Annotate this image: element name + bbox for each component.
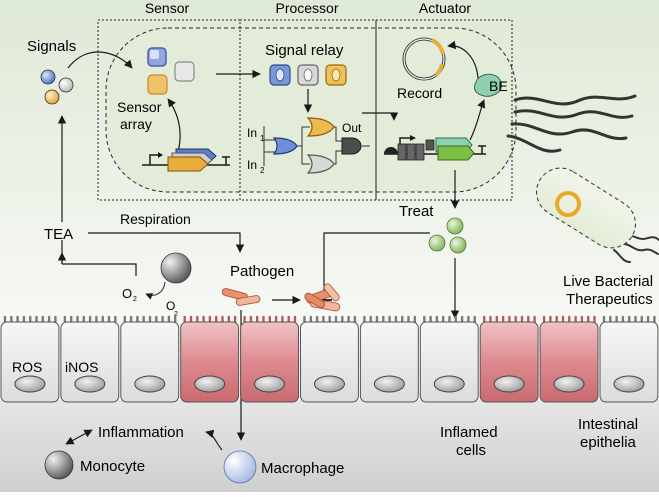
out-label: Out xyxy=(342,121,362,135)
gene-to-be-arrow xyxy=(469,99,486,141)
signals-label: Signals xyxy=(27,38,76,55)
pathogen-label: Pathogen xyxy=(230,263,294,280)
sensor-orange-icon xyxy=(147,74,168,95)
cell-nucleus xyxy=(493,375,525,393)
cell-nucleus xyxy=(433,375,465,393)
be-label: BE xyxy=(489,78,508,94)
inflamed-epithelial-cell xyxy=(539,315,599,403)
live-bacterial-therapeutic-icon xyxy=(536,167,659,263)
epithelial-cell xyxy=(120,315,180,403)
intestinal-epithelia-label-line2: epithelia xyxy=(580,434,637,451)
signal-molecule-blue-icon xyxy=(40,69,56,85)
inflamed-epithelial-cell xyxy=(240,315,300,403)
tea-label: TEA xyxy=(44,226,73,243)
epithelial-cell xyxy=(0,315,60,403)
live-bt-label-line1: Live Bacterial xyxy=(563,273,653,290)
flagella-icon xyxy=(506,94,637,153)
cell-nucleus xyxy=(74,375,106,393)
inflamed-cells-label-line1: Inflamed xyxy=(440,424,498,441)
signals-to-sensor-arrow xyxy=(67,51,133,69)
sensor-gene-construct xyxy=(142,148,230,172)
actuator-gene-construct xyxy=(384,135,486,161)
treat-inhibition-line xyxy=(323,232,430,300)
macrophage-label: Macrophage xyxy=(261,460,344,477)
epithelial-cell xyxy=(419,315,479,403)
and-gate-dark-icon xyxy=(341,137,362,155)
cell-nucleus xyxy=(194,375,226,393)
intestinal-epithelia-label-line1: Intestinal xyxy=(578,416,638,433)
or-gate-white-icon xyxy=(306,154,335,174)
o2-to-tea-line xyxy=(62,263,137,276)
live-bt-label-line2: Therapeutics xyxy=(566,291,653,308)
cell-nucleus xyxy=(134,375,166,393)
cell-nucleus xyxy=(373,375,405,393)
cell-nucleus xyxy=(613,375,645,393)
treat-label: Treat xyxy=(399,203,434,220)
or-gate-blue-icon xyxy=(272,137,298,155)
respiration-label: Respiration xyxy=(120,211,191,227)
gene-to-sensor-arrow xyxy=(167,98,181,153)
pathogen-cluster-icon xyxy=(304,283,341,312)
actuator-module xyxy=(375,19,513,201)
lumen-floor xyxy=(0,400,659,492)
sensor-array-label-line1: Sensor xyxy=(117,99,162,115)
signal-relay-label: Signal relay xyxy=(265,42,344,59)
or-gate-orange-icon xyxy=(306,117,335,137)
inflamed-epithelial-cell xyxy=(180,315,240,403)
processor-to-actuator-arrow xyxy=(362,112,399,121)
monocyte-icon xyxy=(44,450,74,480)
cell-nucleus xyxy=(553,375,585,393)
sensor-array-label-line2: array xyxy=(120,116,152,132)
in2-label: In xyxy=(247,158,257,172)
o2-label-a: O xyxy=(122,286,132,301)
cell-nucleus xyxy=(313,375,345,393)
base-editor-icon xyxy=(473,73,502,97)
sensor-header: Sensor xyxy=(145,0,190,16)
macrophage-inflammation-arrow xyxy=(205,429,223,451)
inflamed-cells-label-line2: cells xyxy=(456,442,486,459)
monocyte-inflammation-arrow xyxy=(65,429,93,445)
inflammation-label: Inflammation xyxy=(98,424,184,441)
epithelial-cell xyxy=(60,315,120,403)
in1-subscript: 1 xyxy=(260,134,265,143)
signal-molecule-white-icon xyxy=(58,77,74,93)
inflamed-epithelial-cell xyxy=(479,315,539,403)
o2-label-b: O xyxy=(166,299,175,313)
epithelial-cell xyxy=(300,315,359,403)
ros-label: ROS xyxy=(12,359,42,375)
sensor-blue-highlight xyxy=(150,50,159,59)
in2-subscript: 2 xyxy=(260,166,265,175)
relay-orange-inner xyxy=(331,68,341,82)
cell-nucleus xyxy=(254,375,286,393)
o2-sub-a: 2 xyxy=(133,296,137,303)
pathogen-small-icon xyxy=(221,288,261,306)
cell-nucleus xyxy=(14,375,46,393)
be-to-record-arrow xyxy=(447,40,479,79)
inos-label: iNOS xyxy=(65,359,98,375)
plasmid-record-icon xyxy=(402,37,446,81)
monocyte-label: Monocyte xyxy=(80,458,145,475)
record-label: Record xyxy=(397,85,442,101)
oxygen-molecule-icon xyxy=(160,252,192,284)
epithelial-cell xyxy=(599,315,659,403)
logic-circuit: In 1 In 2 Out xyxy=(247,117,370,175)
epithelial-cell xyxy=(359,315,419,403)
actuator-header: Actuator xyxy=(419,0,471,16)
in1-label: In xyxy=(247,126,257,140)
treatment-molecules-icon xyxy=(428,217,467,254)
relay-blue-inner xyxy=(275,68,285,82)
processor-header: Processor xyxy=(275,0,338,16)
intestinal-epithelium xyxy=(0,315,659,403)
respiration-to-pathogen-arrow xyxy=(88,232,245,253)
macrophage-icon xyxy=(223,450,257,484)
o2-sub-b: 2 xyxy=(174,311,178,318)
signal-molecule-orange-icon xyxy=(44,89,60,105)
relay-white-inner xyxy=(303,68,313,82)
o2-exchange-arrow xyxy=(145,281,166,300)
sensor-white-icon xyxy=(174,61,195,82)
